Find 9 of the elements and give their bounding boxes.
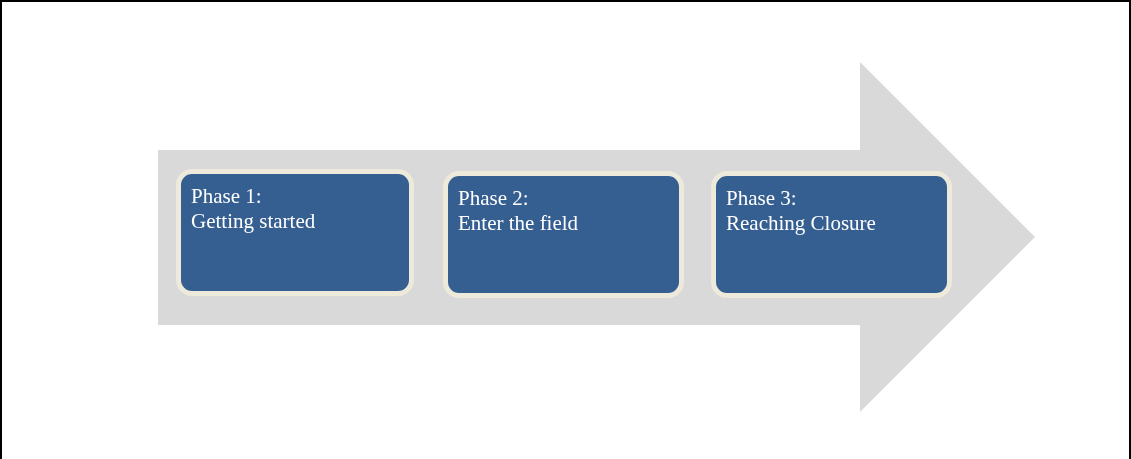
phase-number: Phase 3: [726,186,797,211]
phase-title: Reaching Closure [726,211,876,236]
phase-box [176,169,414,296]
phase-number: Phase 1: [191,184,262,209]
phase-title: Getting started [191,209,316,234]
phase-number: Phase 2: [458,186,529,211]
phase-title: Enter the field [458,211,579,236]
phase-box [443,171,684,298]
phase-box [711,171,952,298]
